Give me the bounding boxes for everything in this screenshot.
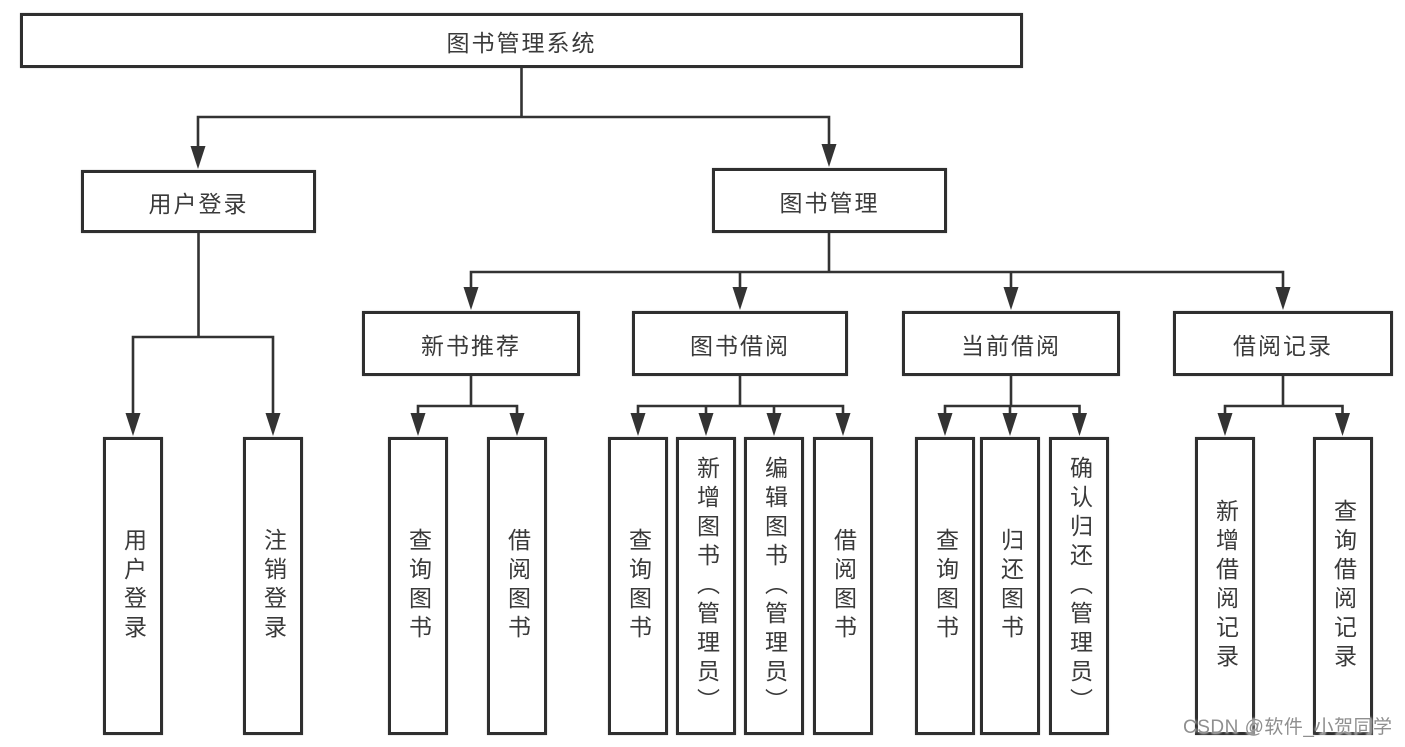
leaf-return-books: 归还图书 [980,437,1040,735]
leaf-logout: 注销登录 [243,437,303,735]
leaf-add-borrow-record: 新增借阅记录 [1195,437,1255,735]
leaf-user-login: 用户登录 [103,437,163,735]
leaf-add-books-admin: 新增图书（管理员） [676,437,736,735]
node-library-management-system: 图书管理系统 [20,13,1023,68]
node-book-management: 图书管理 [712,168,947,233]
arrowheads [125,144,1350,436]
leaf-borrow-books: 借阅图书 [813,437,873,735]
node-book-borrowing: 图书借阅 [632,311,848,376]
node-new-book-recommendation: 新书推荐 [362,311,580,376]
node-borrowing-records: 借阅记录 [1173,311,1393,376]
leaf-query-books-recommend: 查询图书 [388,437,448,735]
leaf-edit-books-admin: 编辑图书（管理员） [744,437,804,735]
leaf-confirm-return-admin: 确认归还（管理员） [1049,437,1109,735]
csdn-watermark: CSDN @软件_小贺同学 [1183,717,1393,738]
leaf-query-books-borrowing: 查询图书 [608,437,668,735]
leaf-query-books-current: 查询图书 [915,437,975,735]
node-current-borrowing: 当前借阅 [902,311,1120,376]
node-user-login: 用户登录 [81,170,316,233]
leaf-borrow-books-recommend: 借阅图书 [487,437,547,735]
leaf-query-borrow-record: 查询借阅记录 [1313,437,1373,735]
